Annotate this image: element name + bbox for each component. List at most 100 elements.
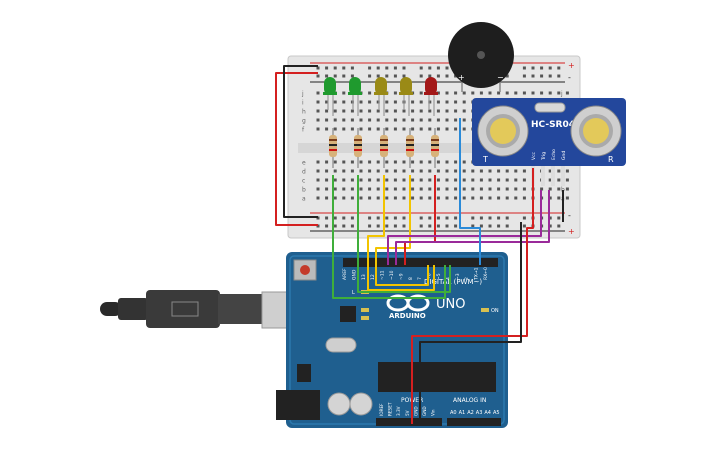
breadboard-hole [428,74,432,78]
breadboard-hole [393,74,397,78]
breadboard-hole [428,160,432,164]
led-green [324,77,336,95]
sensor-pin [541,166,545,186]
breadboard-hole [531,66,535,70]
breadboard-hole [385,66,389,70]
breadboard-hole [497,216,501,220]
digital-pin-label: ~10 [389,270,395,280]
breadboard-hole [419,100,423,104]
power-header [376,418,442,426]
breadboard-hole [462,109,466,113]
breadboard-hole [557,169,561,173]
breadboard-hole [316,118,320,122]
breadboard-hole [342,127,346,131]
breadboard-hole [350,74,354,78]
breadboard-row-letter: e [302,160,306,167]
breadboard-hole [497,224,501,228]
breadboard-hole [419,224,423,228]
breadboard-hole [419,216,423,220]
breadboard-hole [385,74,389,78]
breadboard-hole [548,216,552,220]
breadboard-hole [454,196,458,200]
breadboard-hole [454,169,458,173]
breadboard-hole [376,127,380,131]
capacitor-2 [349,392,373,416]
usb-cable [100,290,293,329]
digital-pin-label: GND [351,269,357,280]
breadboard-hole [419,127,423,131]
breadboard-hole [359,118,363,122]
breadboard-hole [445,127,449,131]
breadboard-hole [479,196,483,200]
breadboard-hole [428,66,432,70]
breadboard-hole [565,178,569,182]
breadboard-hole [376,74,380,78]
power-pin-label: GND [413,406,418,416]
digital-pin-label: ~5 [436,273,442,280]
breadboard-hole [393,160,397,164]
breadboard-hole [471,224,475,228]
led-red [425,77,437,95]
breadboard-hole [462,100,466,104]
voltage-regulator [297,364,311,382]
breadboard-hole [333,187,337,191]
led-l-label: L [352,290,355,296]
breadboard-hole [316,74,320,78]
breadboard-hole [445,196,449,200]
breadboard-hole [436,109,440,113]
breadboard-hole [333,74,337,78]
breadboard-hole [428,169,432,173]
breadboard-hole [454,160,458,164]
breadboard-hole [462,196,466,200]
breadboard-hole [376,187,380,191]
breadboard-hole [479,216,483,220]
analog-pin-label: A5 [493,410,500,416]
digital-pin-label: AREF [342,268,348,280]
breadboard-hole [557,74,561,78]
breadboard-hole [411,160,415,164]
power-pin-label: 3.3V [396,406,401,416]
breadboard-hole [342,118,346,122]
breadboard-hole [411,127,415,131]
breadboard-hole [514,178,518,182]
analog-pin-label: A2 [467,410,474,416]
breadboard-hole [385,127,389,131]
breadboard-hole [342,160,346,164]
breadboard-hole [436,66,440,70]
breadboard-hole [505,74,509,78]
breadboard-hole [462,178,466,182]
breadboard-hole [342,178,346,182]
breadboard-hole [393,127,397,131]
breadboard-hole [505,91,509,95]
digital-pin-label: 2 [464,277,470,280]
breadboard-hole [333,109,337,113]
breadboard-hole [488,196,492,200]
breadboard-hole [411,109,415,113]
analog-pin-label: A1 [459,410,466,416]
breadboard-hole [419,169,423,173]
breadboard-hole [359,160,363,164]
breadboard-hole [333,224,337,228]
led-yellow [400,77,412,95]
breadboard-hole [316,127,320,131]
breadboard-hole [540,66,544,70]
breadboard-hole [402,127,406,131]
breadboard-hole [325,178,329,182]
breadboard-hole [368,100,372,104]
digital-header [343,258,498,267]
breadboard-hole [445,91,449,95]
breadboard-hole [454,216,458,220]
resistors [329,128,439,168]
breadboard-row-letter: b [302,187,306,194]
breadboard-hole [350,178,354,182]
breadboard-hole [316,169,320,173]
breadboard-hole [436,100,440,104]
led-on-label: ON [491,308,499,314]
digital-label: DIGITAL (PWM~) [424,278,482,286]
wire-black-rail [283,65,318,218]
breadboard-hole [368,187,372,191]
breadboard-hole [454,118,458,122]
breadboard-hole [514,187,518,191]
breadboard-hole [445,118,449,122]
